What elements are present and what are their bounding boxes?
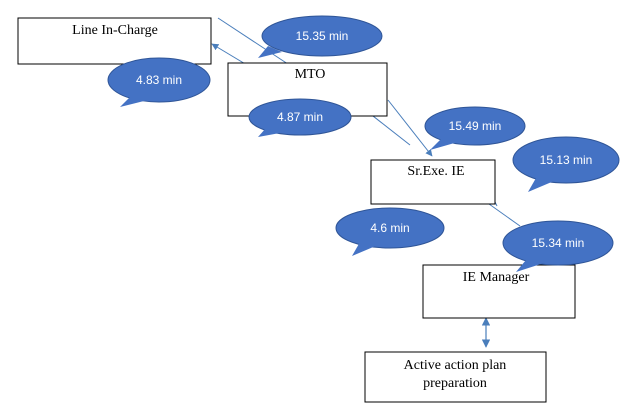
node-action-plan-label-line2: preparation: [423, 376, 487, 391]
time-bubble-label: 4.87 min: [277, 110, 323, 124]
time-bubble-label: 15.35 min: [296, 29, 349, 43]
time-bubble-15-35: 15.35 min: [258, 15, 383, 58]
time-bubble-15-13: 15.13 min: [512, 136, 620, 192]
node-sr-exe-ie-label: Sr.Exe. IE: [407, 164, 464, 179]
time-bubble-15-49: 15.49 min: [424, 106, 526, 150]
node-mto-label: MTO: [295, 67, 326, 82]
time-bubble-15-34: 15.34 min: [502, 220, 614, 272]
node-sr-exe-ie: Sr.Exe. IE: [370, 159, 496, 205]
time-bubble-4-6: 4.6 min: [335, 207, 445, 256]
node-ie-manager: IE Manager: [422, 264, 576, 319]
arrow-mto-to-sr-exe-ie: [387, 99, 433, 157]
node-action-plan-label-line1: Active action plan: [404, 358, 507, 373]
time-bubble-label: 15.49 min: [449, 119, 502, 133]
time-bubble-label: 4.83 min: [136, 73, 182, 87]
arrow-line-incharge-to-mto: [217, 17, 298, 71]
time-bubble-4-87: 4.87 min: [248, 98, 352, 137]
time-bubble-label: 15.34 min: [532, 236, 585, 250]
node-ie-manager-label: IE Manager: [463, 270, 530, 285]
time-bubble-4-83: 4.83 min: [107, 57, 211, 107]
time-bubble-label: 4.6 min: [370, 221, 409, 235]
time-bubble-label: 15.13 min: [540, 153, 593, 167]
node-line-in-charge-label: Line In-Charge: [72, 23, 158, 38]
node-line-in-charge: Line In-Charge: [17, 17, 212, 65]
node-action-plan: Active action plan preparation: [364, 351, 547, 403]
